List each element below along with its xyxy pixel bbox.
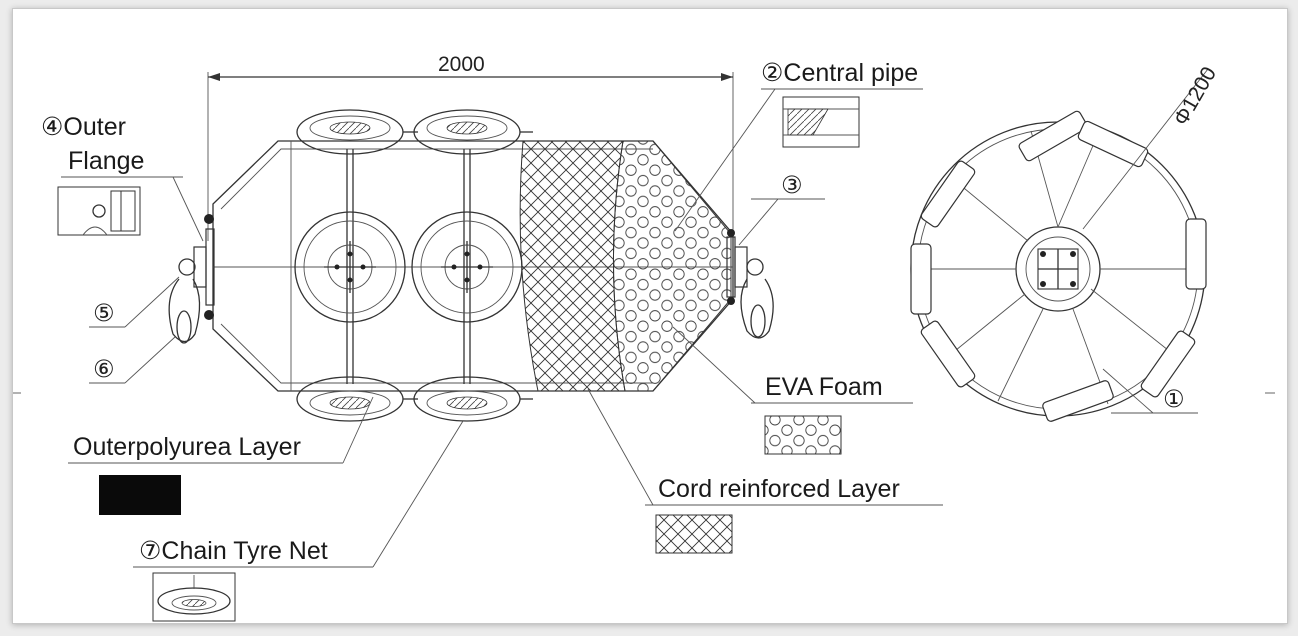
fender-technical-drawing: 2000 [13, 53, 1275, 622]
marker-3-label: ③ [781, 171, 803, 199]
callout-marker-6: ⑥ [89, 336, 176, 384]
outer-polyurea-label: Outerpolyurea Layer [73, 433, 301, 461]
callout-eva-foam: EVA Foam [672, 326, 913, 455]
chain-tyre-net-label: ⑦Chain Tyre Net [139, 537, 328, 565]
callout-cord-reinforced: Cord reinforced Layer [587, 388, 943, 554]
tyre-top-right [413, 109, 521, 155]
diameter-dimension-text: Φ1200 [1169, 63, 1221, 129]
callout-outer-polyurea: Outerpolyurea Layer [68, 396, 374, 515]
callout-central-pipe: ②Central pipe [674, 59, 923, 232]
callout-chain-tyre-net: ⑦Chain Tyre Net [133, 420, 464, 622]
marker-6-label: ⑥ [93, 355, 115, 383]
fender-body [168, 109, 774, 422]
tyre-middle-left [294, 211, 406, 323]
length-dimension: 2000 [207, 53, 734, 241]
hexagon-pattern-icon [764, 415, 842, 455]
marker-5-label: ⑤ [93, 299, 115, 327]
callout-marker-1: ① [1102, 368, 1198, 414]
outer-flange-label-line1: ④Outer [41, 113, 126, 141]
tyre-top-left [296, 109, 404, 155]
callout-marker-3: ③ [738, 171, 825, 246]
callout-outer-flange: ④Outer Flange [41, 113, 204, 242]
eva-foam-label: EVA Foam [765, 373, 883, 401]
central-pipe-label: ②Central pipe [761, 59, 918, 87]
polyurea-swatch [99, 475, 181, 515]
diagram-frame: 2000 [12, 8, 1288, 624]
marker-1-label: ① [1163, 385, 1185, 413]
tyre-bottom-right [413, 376, 521, 422]
tyre-bottom-left [296, 376, 404, 422]
fender-end-view: Φ1200 [910, 63, 1221, 422]
cord-reinforced-label: Cord reinforced Layer [658, 475, 900, 503]
right-flange [726, 229, 774, 339]
outer-flange-label-line2: Flange [68, 147, 144, 175]
left-flange [168, 214, 215, 344]
callout-marker-5: ⑤ [89, 276, 180, 328]
length-dimension-text: 2000 [438, 53, 485, 76]
crosshatch-pattern-icon [655, 514, 733, 554]
tyre-middle-right [411, 211, 523, 323]
